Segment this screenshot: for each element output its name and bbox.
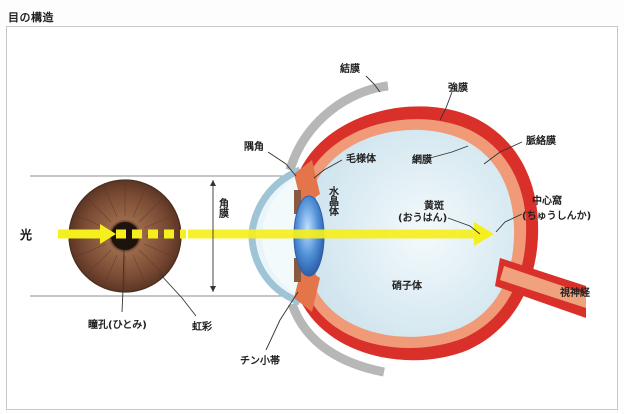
label-pupil: 瞳孔(ひとみ) (88, 318, 147, 331)
label-choroid: 脈絡膜 (526, 134, 556, 147)
label-sclera: 強膜 (448, 81, 468, 94)
label-macula-line1: 黄斑 (424, 199, 444, 212)
label-retina: 網膜 (412, 153, 432, 166)
label-light: 光 (19, 227, 32, 242)
label-fovea-line1: 中心窩 (532, 194, 562, 207)
label-ciliary-body: 毛様体 (346, 152, 377, 165)
label-optic-nerve: 視神経 (559, 286, 591, 299)
label-angle: 隅角 (244, 140, 264, 153)
label-iris: 虹彩 (192, 320, 212, 333)
leader-iris (160, 274, 196, 316)
label-macula-line2: (おうはん) (398, 212, 447, 224)
label-fovea-line2: (ちゅうしんか) (522, 210, 591, 222)
label-zonule: チン小帯 (240, 354, 280, 367)
label-cornea: 角膜 (217, 197, 229, 219)
label-conjunctiva: 結膜 (340, 62, 360, 75)
label-vitreous: 硝子体 (392, 279, 423, 292)
